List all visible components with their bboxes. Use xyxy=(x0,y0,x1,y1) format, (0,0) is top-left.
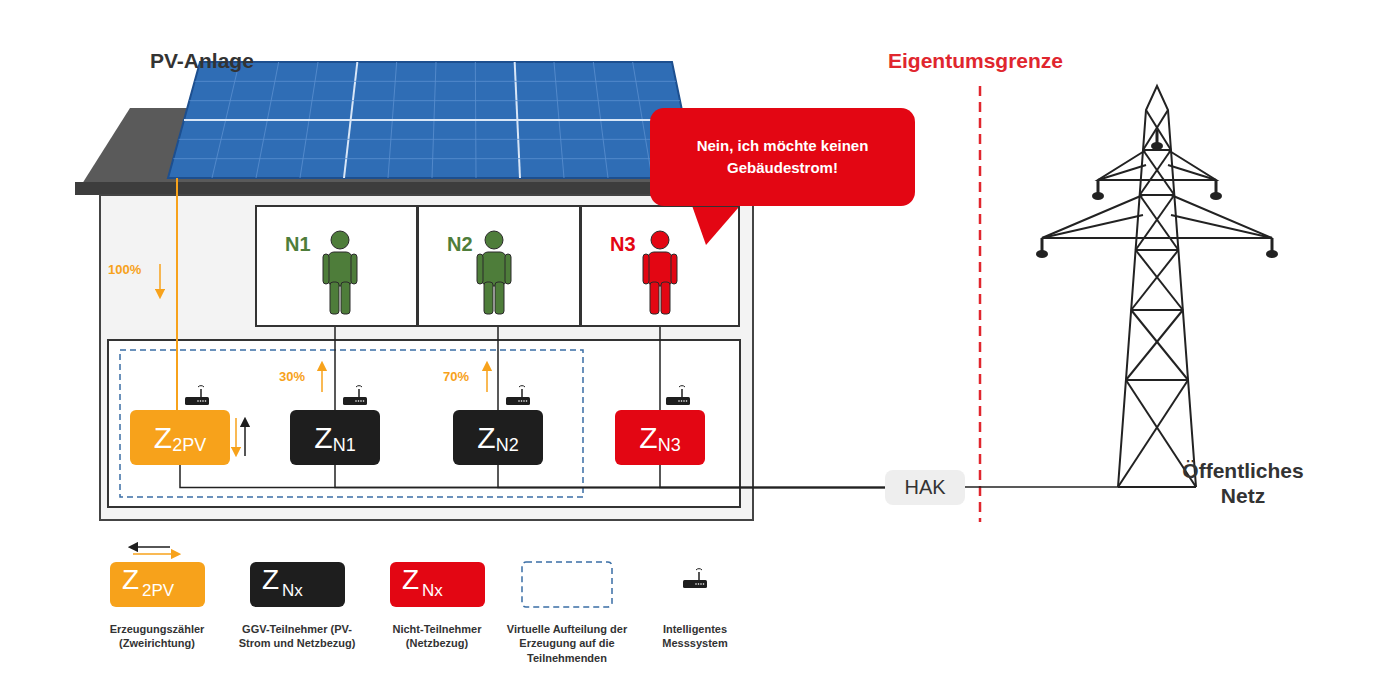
flow-arrow xyxy=(244,422,246,456)
property-border xyxy=(979,86,982,522)
share-label: 30% xyxy=(279,369,305,385)
meter-symbol: Z xyxy=(314,423,332,453)
node-text: HAK xyxy=(904,476,945,499)
apartment-box: N2 xyxy=(417,205,581,327)
heading-label: Eigentumsgrenze xyxy=(888,48,1063,73)
resident-label: N1 xyxy=(285,233,311,256)
flow-arrow xyxy=(235,418,237,452)
meter-subscript: 2PV xyxy=(172,436,206,454)
legend-symbol: Z xyxy=(122,566,139,594)
wire xyxy=(180,465,885,488)
meter-box: ZN2 xyxy=(453,410,543,465)
legend-arrow xyxy=(133,553,176,555)
meter-subscript: N1 xyxy=(333,436,356,454)
legend-text: GGV-Teilnehmer (PV-Strom und Netzbezug) xyxy=(233,622,361,651)
legend-arrow xyxy=(133,546,170,548)
legend-symbol: Nx xyxy=(422,582,443,599)
legend-symbol: Nx xyxy=(282,582,303,599)
wire xyxy=(335,465,885,488)
meter-symbol: Z xyxy=(154,423,172,453)
share-label: 100% xyxy=(108,262,141,278)
heading-label: PV-Anlage xyxy=(150,48,254,73)
resident-label: N3 xyxy=(610,233,636,256)
connection-box: HAK xyxy=(885,470,965,505)
speech-bubble: Nein, ich möchte keinen Gebäudestrom! xyxy=(650,108,915,206)
flow-arrow xyxy=(486,366,488,392)
apartment-ground xyxy=(255,205,740,327)
virtual-split-box xyxy=(120,350,583,497)
pv-panel xyxy=(168,62,696,178)
house-wall xyxy=(100,195,753,520)
pv-feed-line xyxy=(176,178,178,410)
flow-arrow xyxy=(321,366,323,392)
flow-arrow xyxy=(159,264,161,294)
legend-text: Erzeugungszähler (Zweirichtung) xyxy=(93,622,221,651)
meter-symbol: Z xyxy=(477,423,495,453)
meter-box: Z2PV xyxy=(130,410,230,465)
wire xyxy=(334,327,336,410)
wire xyxy=(497,327,499,410)
apartment-box: N1 xyxy=(255,205,418,327)
meter-box: ZN1 xyxy=(290,410,380,465)
persons xyxy=(323,231,677,314)
legend-dashed-box xyxy=(522,562,612,607)
share-label: 70% xyxy=(443,369,469,385)
legend-text: Nicht-Teilnehmer (Netzbezug) xyxy=(373,622,501,651)
wire xyxy=(660,465,885,488)
wire xyxy=(498,465,885,488)
meter-subscript: N3 xyxy=(658,436,681,454)
legend-text: Intelligentes Messsystem xyxy=(631,622,759,651)
legend-text: Virtuelle Aufteilung der Erzeugung auf d… xyxy=(503,622,631,665)
meter-box: ZN3 xyxy=(615,410,705,465)
grid-label: Öffentliches Netz xyxy=(1168,458,1318,508)
apartment-box: N3 xyxy=(580,205,740,327)
pylon xyxy=(1037,86,1277,487)
legend-symbol: Z xyxy=(402,566,419,594)
meter-room xyxy=(108,340,740,507)
resident-label: N2 xyxy=(447,233,473,256)
legend-symbol: Z xyxy=(262,566,279,594)
meter-subscript: N2 xyxy=(496,436,519,454)
wire xyxy=(659,327,661,410)
legend-symbol: 2PV xyxy=(142,582,174,599)
meter-symbol: Z xyxy=(639,423,657,453)
node-text: Nein, ich möchte keinen Gebäudestrom! xyxy=(672,135,893,179)
